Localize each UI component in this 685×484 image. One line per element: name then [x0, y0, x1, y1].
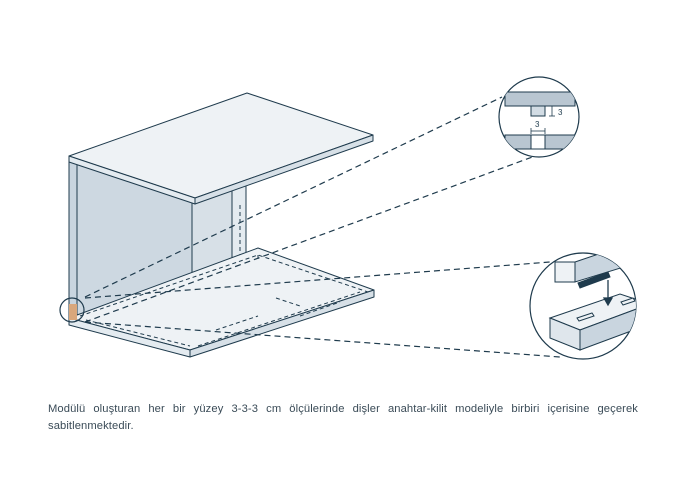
- slot-left: [576, 312, 595, 322]
- top-detail-callout: 3 3: [498, 76, 580, 158]
- slot: [530, 134, 546, 150]
- left-side-panel: [68, 155, 78, 319]
- joint-detail-illustration: 3 3: [59, 76, 637, 360]
- upper-piece: [504, 91, 576, 107]
- corner-wood-edge: [69, 304, 77, 320]
- horizontal-dimension: [530, 128, 546, 134]
- callout-leader-lines: [84, 96, 561, 358]
- insertion-arrow: [602, 280, 614, 307]
- tongue: [530, 105, 546, 117]
- corner-magnifier-circle: [59, 297, 85, 323]
- vertical-dimension: [549, 105, 555, 117]
- right-detail-callout: [529, 252, 637, 360]
- slot-right: [620, 297, 636, 306]
- horizontal-dimension-label: 3: [535, 120, 540, 129]
- caption-text: Modülü oluşturan her bir yüzey 3-3-3 cm …: [48, 403, 638, 432]
- vertical-dimension-label: 3: [558, 108, 563, 117]
- cabinet-module: [68, 92, 375, 358]
- divider-panel: [231, 180, 247, 264]
